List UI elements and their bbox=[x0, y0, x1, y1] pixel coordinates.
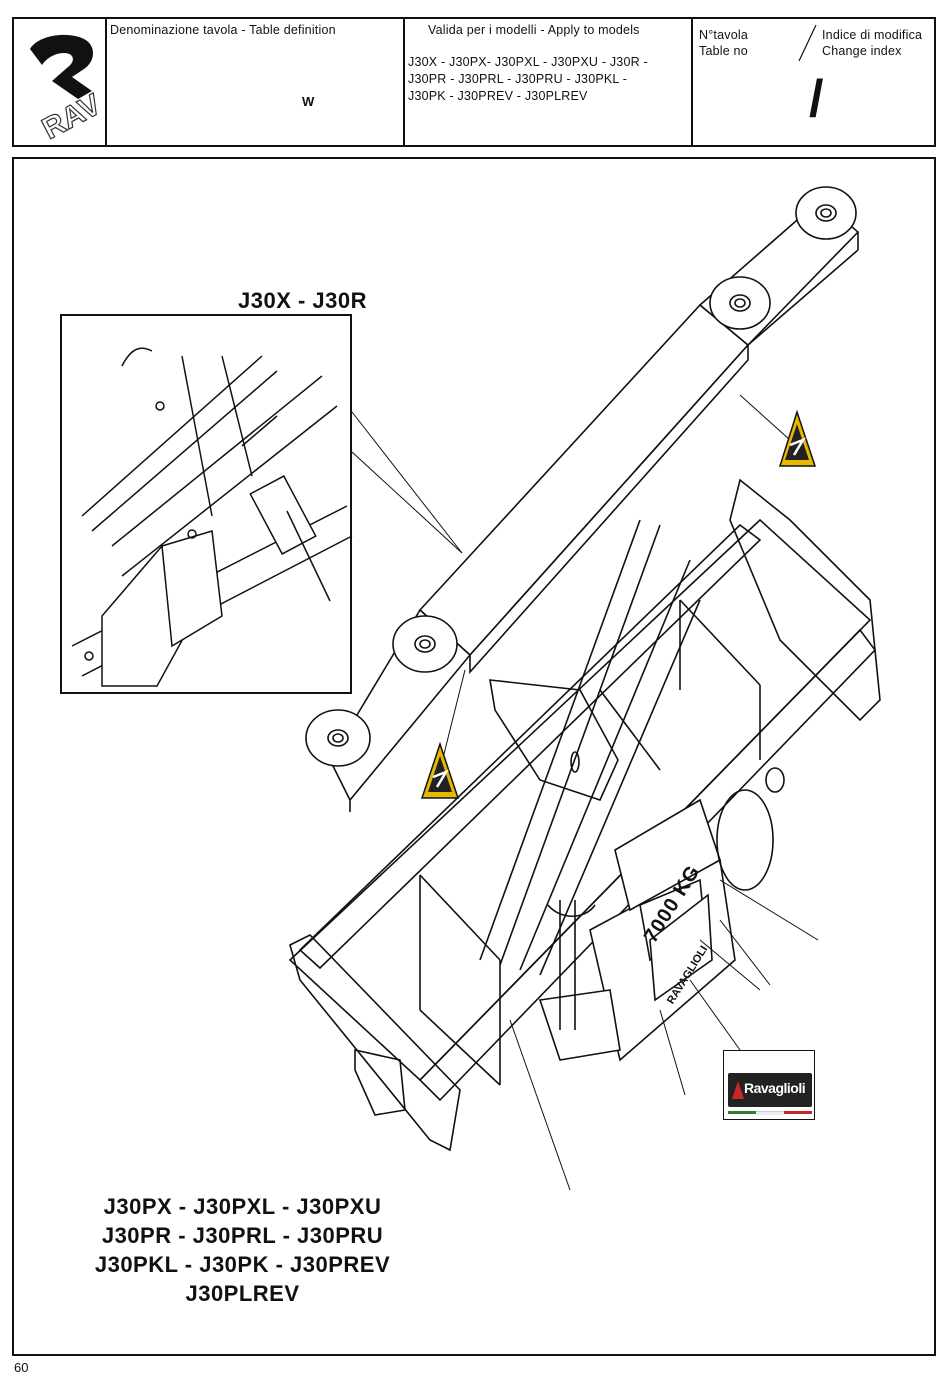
table-no-label-en: Table no bbox=[699, 44, 748, 58]
leader-lines bbox=[351, 394, 819, 1191]
detail-inset bbox=[60, 314, 353, 694]
models-line: J30PR - J30PRL - J30PRU - J30PKL - bbox=[408, 72, 628, 86]
inset-title: J30X - J30R bbox=[238, 288, 368, 313]
chassis-frame bbox=[288, 478, 881, 1152]
change-index-value: / bbox=[809, 70, 824, 128]
pump-unit bbox=[538, 767, 785, 1062]
rav-logo: RAV bbox=[30, 34, 107, 146]
slash-divider bbox=[798, 24, 817, 62]
definition-label: Denominazione tavola - Table definition bbox=[110, 23, 336, 37]
models-line: J30X - J30PX- J30PXL - J30PXU - J30R - bbox=[408, 55, 648, 69]
divider bbox=[691, 19, 693, 145]
brand-name: Ravaglioli bbox=[744, 1080, 806, 1096]
support-pads bbox=[305, 186, 857, 767]
divider bbox=[403, 19, 405, 145]
inset-drawing bbox=[71, 347, 353, 687]
table-no-label-it: N°tavola bbox=[699, 28, 748, 42]
brand-label: Ravaglioli bbox=[723, 1050, 815, 1120]
divider bbox=[105, 19, 107, 145]
models-line: J30PK - J30PREV - J30PLREV bbox=[408, 89, 588, 103]
drawing-frame bbox=[12, 157, 936, 1356]
title-block: RAV Denominazione tavola - Table definit… bbox=[12, 17, 936, 147]
warning-label-icon bbox=[778, 409, 817, 467]
models-caption-line: J30PLREV bbox=[185, 1281, 300, 1306]
models-caption-line: J30PX - J30PXL - J30PXU bbox=[103, 1194, 382, 1219]
models-caption: J30PX - J30PXL - J30PXU J30PR - J30PRL -… bbox=[70, 1192, 415, 1308]
change-index-label-it: Indice di modifica bbox=[822, 28, 923, 42]
models-caption-line: J30PR - J30PRL - J30PRU bbox=[101, 1223, 384, 1248]
change-index-label-en: Change index bbox=[822, 44, 902, 58]
models-label: Valida per i modelli - Apply to models bbox=[428, 23, 640, 37]
definition-value: W bbox=[302, 94, 315, 109]
page-number: 60 bbox=[14, 1360, 29, 1375]
models-caption-line: J30PKL - J30PK - J30PREV bbox=[94, 1252, 391, 1277]
warning-label-icon bbox=[420, 741, 460, 799]
